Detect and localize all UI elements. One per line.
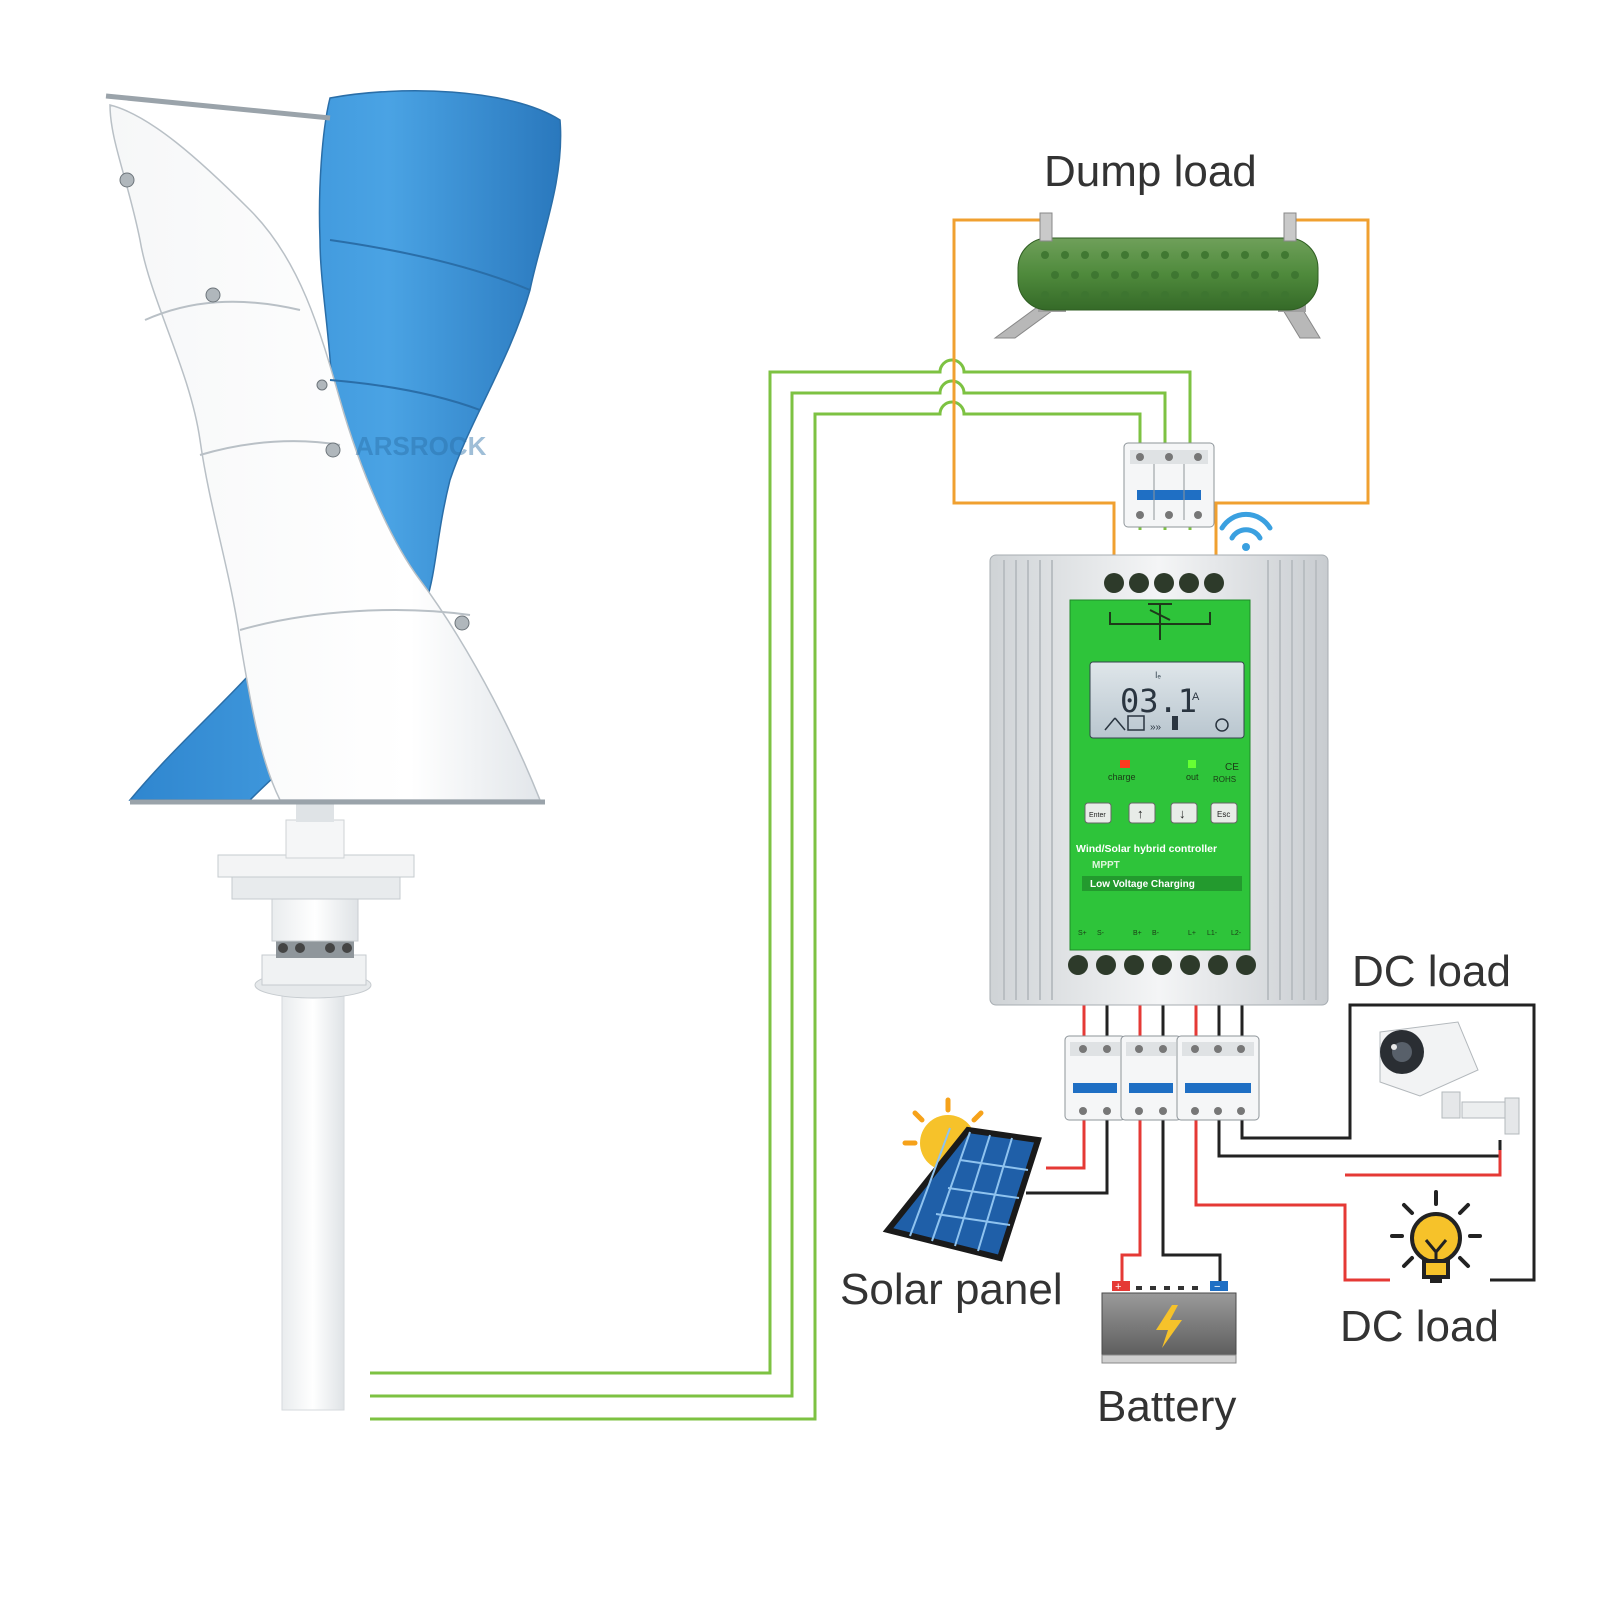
solar-panel-label: Solar panel [840,1265,1063,1314]
wind-wire-3 [370,400,1142,1421]
turbine-watermark: ARSROCK [355,431,487,461]
lcd-status-icons: »» [1104,715,1229,733]
dc-load-camera-label: DC load [1352,947,1511,996]
white-blade [109,104,542,801]
load-neg-wire-camera [1240,1003,1536,1282]
svg-text:↓: ↓ [1179,806,1186,821]
svg-text:↑: ↑ [1137,806,1144,821]
load-pos-wire [1194,1120,1390,1282]
dump-wire-right [1214,218,1370,560]
solar-panel [882,1097,1042,1262]
controller-face [1069,599,1251,951]
top-terminals [1104,573,1224,593]
controller-title: Wind/Solar hybrid controller [1076,843,1217,855]
wind-turbine: ARSROCK [105,90,562,1411]
up-button[interactable] [1128,802,1156,824]
top-strut [105,93,331,121]
rohs-mark: ROHS [1213,775,1236,784]
terminal-label-l2-neg: L2- [1231,930,1242,937]
ce-mark: CE [1225,762,1239,773]
out-led-label: out [1186,772,1199,782]
hybrid-controller: Iₑ 03.1 A »» charge out CE ROHS Enter ↑ … [989,554,1329,1006]
wifi-icon [1219,511,1273,551]
battery-label: Battery [1097,1382,1237,1431]
output-wires [1026,1000,1536,1283]
battery-pos-wire [1120,1120,1142,1283]
svg-text:+: + [1115,1281,1121,1293]
enter-button[interactable] [1084,802,1112,824]
load-neg-wire-lamp [1217,1120,1502,1158]
wind-input-breaker [1123,442,1215,528]
light-bulb-icon [1390,1190,1482,1283]
lcd-value: 03.1 [1120,682,1197,720]
terminal-label-l1-neg: L1- [1207,930,1218,937]
svg-text:»»: »» [1150,722,1162,733]
dump-load-resistor [993,212,1321,339]
terminal-label-s-neg: S- [1097,930,1105,937]
terminal-label-b-neg: B- [1152,930,1160,937]
mppt-label: MPPT [1092,860,1120,871]
svg-text:−: − [1214,1281,1220,1293]
battery-neg-wire [1161,1120,1222,1283]
lcd-unit: A [1192,691,1200,703]
down-button[interactable] [1170,802,1198,824]
terminal-label-l-pos: L+ [1188,930,1196,937]
esc-button[interactable] [1210,802,1238,824]
charge-led-label: charge [1108,772,1136,782]
solar-neg-wire [1026,1120,1109,1195]
controller-buttons: Enter ↑ ↓ Esc [1084,802,1238,824]
security-camera-icon [1379,1021,1520,1135]
turbine-glyph-icon [1109,603,1211,640]
svg-text:Esc: Esc [1217,810,1230,819]
feature-label: Low Voltage Charging [1090,879,1195,890]
output-breakers [1064,1035,1260,1121]
charge-led [1120,760,1130,768]
dc-load-lamp-label: DC load [1340,1302,1499,1351]
lcd-top-mark: Iₑ [1155,670,1162,680]
dump-load-wires [952,218,1370,560]
wind-wire-1 [370,358,1192,1375]
battery-icon: + − [1101,1281,1237,1364]
wind-wire-2 [370,379,1167,1398]
svg-text:Enter: Enter [1089,812,1106,819]
terminal-label-b-pos: B+ [1133,930,1142,937]
dump-wire-left [952,218,1116,560]
bottom-terminals [1068,955,1256,975]
terminal-label-s-pos: S+ [1078,930,1087,937]
solar-pos-wire [1046,1120,1086,1170]
wind-wires [370,358,1192,1421]
dump-load-label: Dump load [1044,147,1257,196]
out-led [1188,760,1196,768]
turbine-pole [281,979,345,1411]
